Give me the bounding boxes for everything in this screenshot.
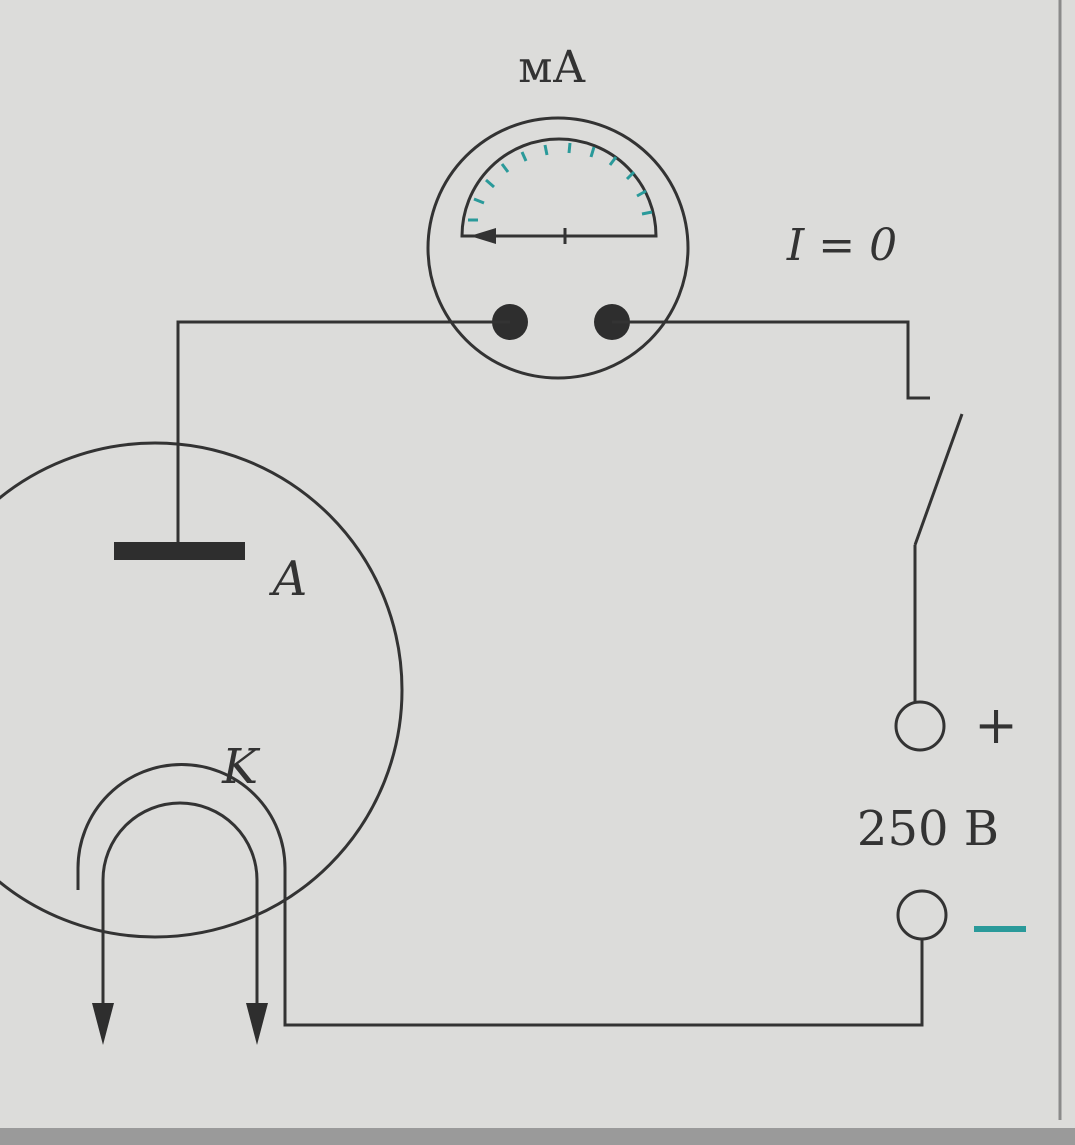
- milliammeter-unit-label: мА: [518, 42, 586, 93]
- vacuum-diode: A K: [0, 441, 404, 1045]
- current-label: I = 0: [786, 220, 897, 271]
- positive-terminal-symbol: +: [974, 696, 1018, 756]
- tube-envelope: [0, 441, 404, 939]
- voltage-label: 250 В: [857, 801, 999, 857]
- positive-terminal: [894, 700, 946, 752]
- cathode-right-lead-arrow: [246, 1003, 268, 1045]
- milliammeter-needle-tip: [470, 228, 496, 244]
- milliammeter: мА: [426, 42, 690, 380]
- meter-to-switch-wire: [612, 320, 930, 400]
- milliammeter-body: [426, 116, 690, 380]
- cathode-left-lead-arrow: [92, 1003, 114, 1045]
- power-source: + 250 В −: [857, 696, 1026, 941]
- switch-blade: [913, 413, 964, 546]
- circuit-wires: [176, 320, 964, 1027]
- bottom-border-strip: [0, 1128, 1075, 1145]
- negative-terminal: [896, 889, 948, 941]
- negative-return-wire: [283, 880, 924, 1027]
- cathode-label: K: [221, 739, 261, 795]
- negative-terminal-symbol: [974, 926, 1026, 932]
- milliammeter-dial-face: [460, 137, 658, 238]
- cathode-filament-inner: [101, 801, 259, 1010]
- anode-label: A: [269, 551, 308, 607]
- milliammeter-scale-ticks: [468, 142, 653, 222]
- negative-terminal-symbol-text: −: [1000, 934, 1001, 936]
- anode-plate: [114, 542, 245, 560]
- cathode-filament-outer: [76, 763, 287, 890]
- anode-wire: [176, 320, 510, 550]
